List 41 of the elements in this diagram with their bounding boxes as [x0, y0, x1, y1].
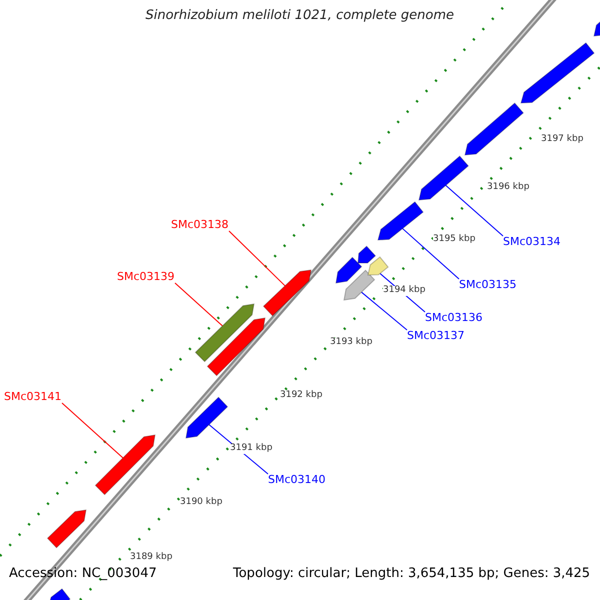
- leader-line: [228, 230, 286, 286]
- gene-block: [262, 269, 312, 316]
- gene-label: SMc03139: [117, 271, 175, 284]
- gene-block: [185, 396, 228, 439]
- gene-block: [194, 303, 255, 362]
- gene-label: SMc03138: [171, 219, 229, 232]
- leader-line: [445, 184, 504, 236]
- gene-block: [464, 102, 524, 156]
- tick-label: 3189 kbp: [130, 553, 172, 563]
- tick-label: 3193 kbp: [330, 338, 372, 348]
- gene-block: [367, 256, 389, 276]
- gene-block: [335, 256, 362, 284]
- leader-line: [62, 402, 124, 458]
- leader-line: [402, 228, 460, 280]
- footer-text: Accession: NC_003047: [9, 567, 157, 582]
- gene-block: [47, 588, 71, 600]
- gene-label: SMc03136: [425, 312, 483, 324]
- gene-block: [520, 42, 595, 104]
- gene-label: SMc03134: [503, 236, 561, 248]
- gene-block: [343, 270, 376, 301]
- tick-label: 3192 kbp: [280, 391, 322, 401]
- gene-label: SMc03140: [268, 474, 326, 486]
- tick-label: 3197 kbp: [541, 135, 584, 145]
- tick-label: 3194 kbp: [383, 286, 426, 296]
- footer-text: Topology: circular; Length: 3,654,135 bp; Genes: 3,425: [233, 567, 590, 582]
- tick-label: 3191 kbp: [230, 444, 272, 454]
- gene-label: SMc03137: [407, 330, 465, 342]
- gene-label: SMc03135: [459, 279, 517, 292]
- tick-label: 3190 kbp: [180, 498, 222, 508]
- leader-line: [361, 292, 408, 330]
- gene-block: [418, 155, 469, 201]
- gene-block: [94, 434, 156, 496]
- chart-title: Sinorhizobium meliloti 1021, complete genome: [146, 9, 454, 24]
- tick-label: 3196 kbp: [487, 183, 530, 193]
- gene-block: [206, 317, 266, 376]
- tick-label: 3195 kbp: [433, 235, 476, 245]
- gene-block: [377, 201, 424, 241]
- gene-block: [357, 246, 376, 264]
- gene-block: [46, 509, 87, 548]
- leader-line: [174, 282, 223, 326]
- gene-label: SMc03141: [4, 391, 62, 404]
